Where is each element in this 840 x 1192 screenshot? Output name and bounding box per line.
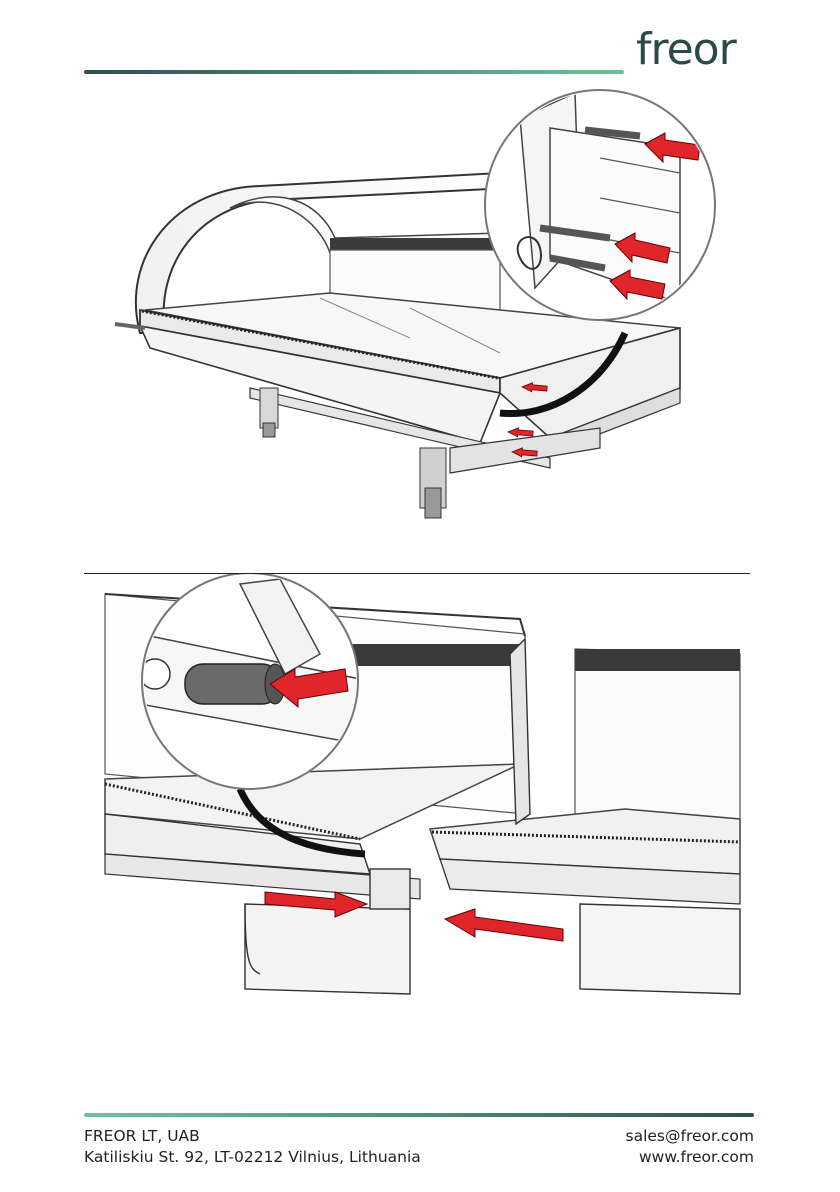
detail-magnifier xyxy=(485,90,715,320)
contact-website[interactable]: www.freor.com xyxy=(626,1147,754,1168)
detail-magnifier-2 xyxy=(140,574,360,789)
figure-pin-insertion xyxy=(80,88,770,538)
figure-case-joining xyxy=(80,574,756,1004)
display-case-illustration-2 xyxy=(80,574,756,1004)
footer-rule xyxy=(84,1113,754,1117)
header-rule xyxy=(84,70,624,74)
back-wall-stripe xyxy=(330,238,500,250)
right-case-stripe xyxy=(575,649,740,671)
logo-text: freor xyxy=(636,22,736,78)
footer-company-block: FREOR LT, UAB Katiliskiu St. 92, LT-0221… xyxy=(84,1126,421,1168)
display-case-illustration-1 xyxy=(80,88,770,538)
brand-logo: freor xyxy=(636,22,760,78)
company-name: FREOR LT, UAB xyxy=(84,1126,421,1147)
company-address: Katiliskiu St. 92, LT-02212 Vilnius, Lit… xyxy=(84,1147,421,1168)
footer-contact-block: sales@freor.com www.freor.com xyxy=(626,1126,754,1168)
left-case-stripe xyxy=(330,644,520,666)
contact-email[interactable]: sales@freor.com xyxy=(626,1126,754,1147)
